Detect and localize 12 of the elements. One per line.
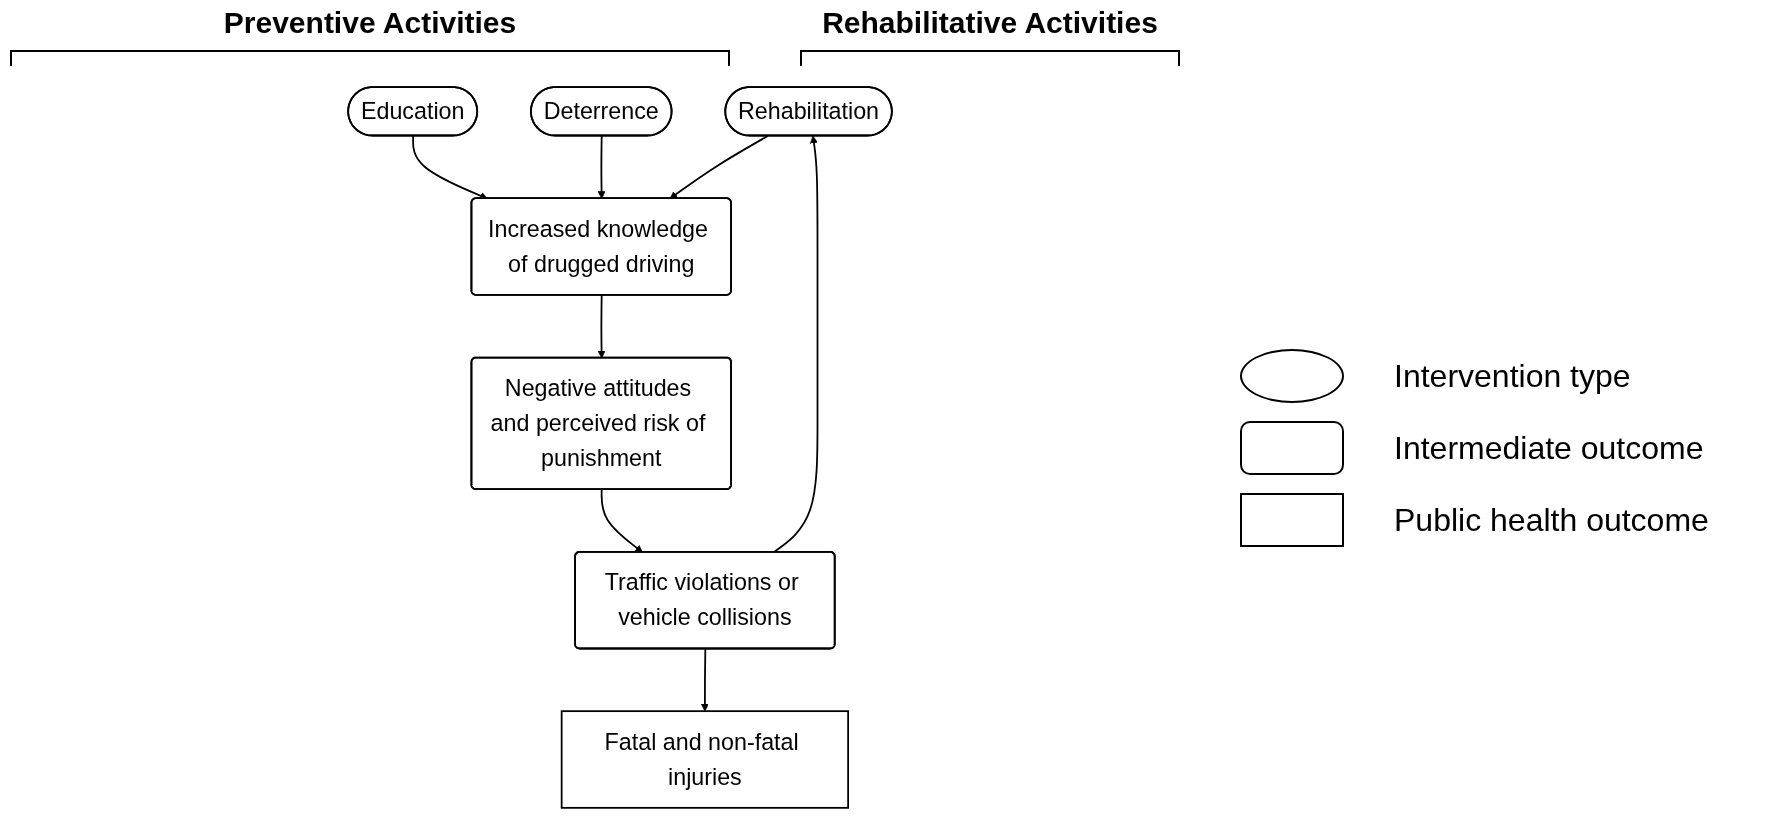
group-heading: Rehabilitative Activities [800,6,1180,68]
group-heading: Preventive Activities [10,6,730,68]
arrow [669,135,769,199]
legend-text: Intermediate outcome [1394,429,1704,467]
legend-text: Public health outcome [1394,501,1709,539]
arrow [412,135,488,200]
arrow [600,488,643,553]
arrow [700,648,709,712]
arrow [597,294,606,359]
legend-text: Intervention type [1394,357,1631,395]
arrow [597,135,606,199]
node-box: Fatal and non-fatal injuries [560,710,850,809]
